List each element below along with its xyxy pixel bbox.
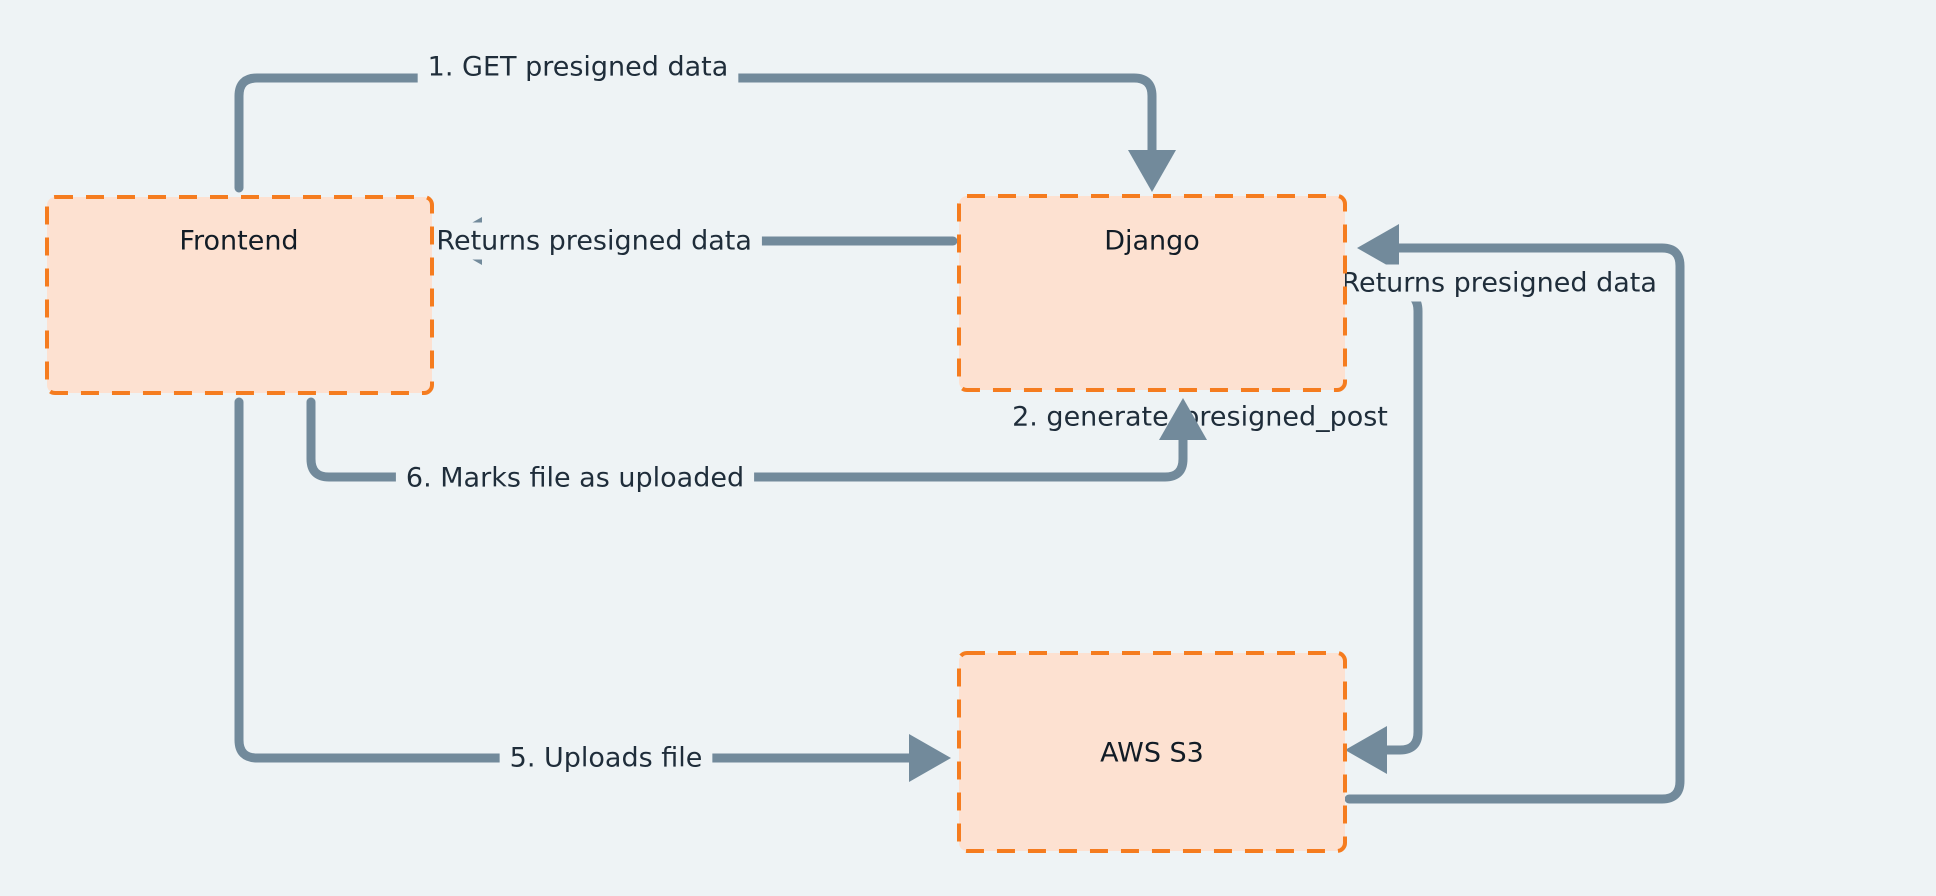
edge-1-arrowhead bbox=[1128, 150, 1176, 192]
edge-6-arrowhead bbox=[1159, 398, 1207, 440]
edge-5-arrowhead bbox=[909, 734, 951, 782]
node-frontend-label: Frontend bbox=[179, 226, 298, 257]
node-django-label: Django bbox=[1104, 226, 1200, 257]
edge-3-returns-presigned-data: 3. Returns presigned data bbox=[1297, 224, 1685, 804]
edge-3-arrowhead bbox=[1357, 224, 1399, 272]
node-aws-s3[interactable]: AWS S3 bbox=[957, 651, 1347, 853]
edge-4-label-plate bbox=[392, 222, 762, 260]
edge-5-uploads-file: 5. Uploads file bbox=[234, 397, 951, 782]
edge-1-label-plate bbox=[417, 48, 739, 86]
edge-6-label-plate bbox=[395, 459, 755, 497]
edge-5-label-plate bbox=[499, 739, 713, 777]
edge-4-label: 4. Returns presigned data bbox=[402, 226, 752, 257]
edge-6-marks-file-as-uploaded: 6. Marks file as uploaded bbox=[306, 397, 1207, 497]
edge-6-label: 6. Marks file as uploaded bbox=[406, 463, 744, 494]
edge-3-label-plate bbox=[1297, 264, 1667, 302]
edge-1-get-presigned-data: 1. GET presigned data bbox=[234, 48, 1176, 193]
node-aws-s3-label: AWS S3 bbox=[1100, 738, 1204, 769]
edge-5-label: 5. Uploads file bbox=[510, 743, 703, 774]
edge-3-path bbox=[1344, 243, 1685, 804]
edge-4-returns-presigned-data: 4. Returns presigned data bbox=[392, 217, 958, 265]
edge-1-path bbox=[234, 73, 1157, 193]
node-django-box[interactable] bbox=[957, 194, 1347, 392]
edge-2-label: 2. generate_presigned_post bbox=[1012, 402, 1388, 433]
node-django[interactable]: Django bbox=[957, 194, 1347, 392]
edge-2-arrowhead bbox=[1345, 726, 1387, 774]
node-frontend-box[interactable] bbox=[45, 195, 434, 395]
edge-2-path bbox=[1353, 288, 1423, 755]
node-aws-s3-box[interactable] bbox=[957, 651, 1347, 853]
edge-5-path bbox=[234, 397, 917, 763]
edge-1-label: 1. GET presigned data bbox=[428, 52, 729, 83]
node-frontend[interactable]: Frontend bbox=[45, 195, 434, 395]
edge-3-label: 3. Returns presigned data bbox=[1307, 268, 1657, 299]
